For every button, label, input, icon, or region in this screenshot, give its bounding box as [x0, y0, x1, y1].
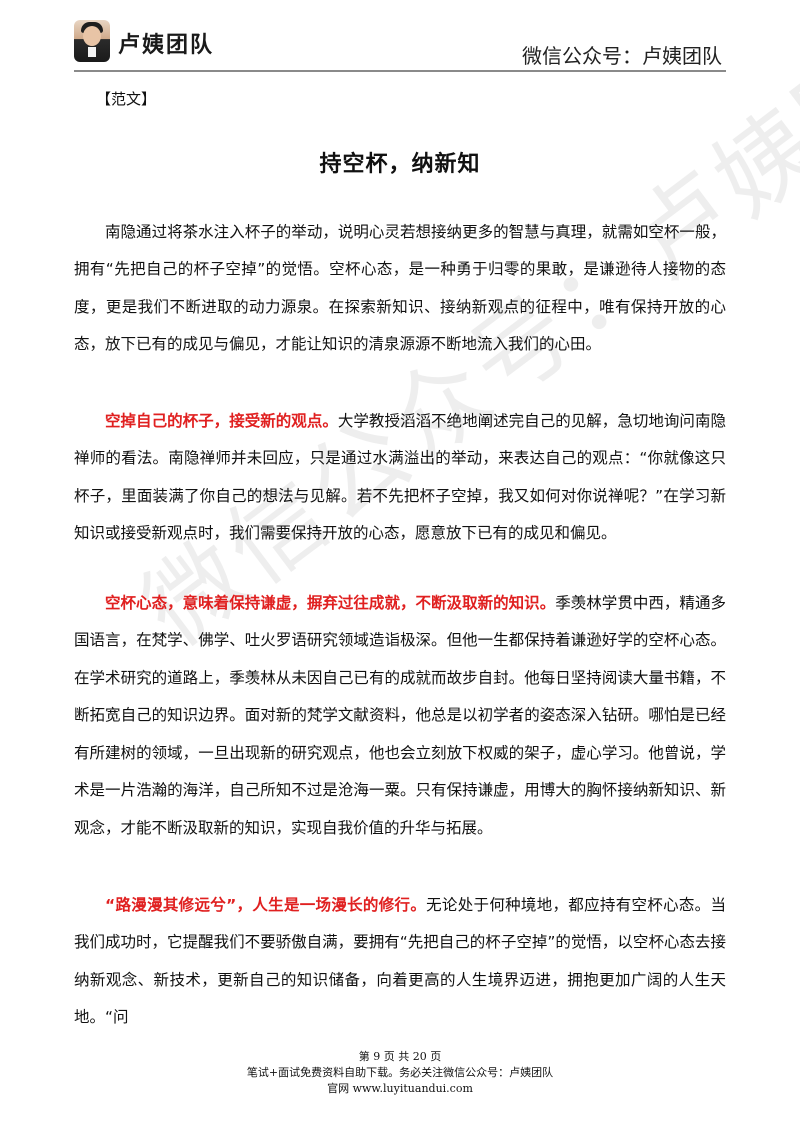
paragraph: 南隐通过将茶水注入杯子的举动，说明心灵若想接纳更多的智慧与真理，就需如空杯一般，…	[74, 214, 726, 364]
essay-title: 持空杯，纳新知	[319, 152, 481, 177]
footer-website: 官网 www.luyituandui.com	[327, 1082, 473, 1095]
footer-notice: 笔试+面试免费资料自助下载。务必关注微信公众号：卢姨团队	[246, 1066, 554, 1079]
avatar	[74, 20, 110, 62]
wechat-account: 微信公众号：卢姨团队	[522, 44, 722, 68]
page-header: 卢姨团队 微信公众号：卢姨团队	[0, 0, 800, 72]
section-tag: 【范文】	[96, 90, 157, 108]
paragraph-text: 无论处于何种境地，都应持有空杯心态。当我们成功时，它提醒我们不要骄傲自满，要拥有…	[74, 895, 726, 1027]
avatar-collar	[88, 47, 96, 57]
paragraph-highlight: 空杯心态，意味着保持谦虚，摒弃过往成就，不断汲取新的知识。	[105, 593, 556, 612]
avatar-face	[83, 26, 101, 46]
paragraph: “路漫漫其修远兮”，人生是一场漫长的修行。无论处于何种境地，都应持有空杯心态。当…	[74, 887, 726, 1037]
brand-name: 卢姨团队	[118, 33, 215, 58]
paragraph-text: 南隐通过将茶水注入杯子的举动，说明心灵若想接纳更多的智慧与真理，就需如空杯一般，…	[74, 222, 726, 354]
paragraph: 空杯心态，意味着保持谦虚，摒弃过往成就，不断汲取新的知识。季羡林学贯中西，精通多…	[74, 585, 726, 848]
paragraph-text: 大学教授滔滔不绝地阐述完自己的见解，急切地询问南隐禅师的看法。南隐禅师并未回应，…	[74, 411, 726, 543]
header-divider	[74, 70, 726, 72]
paragraph: 空掉自己的杯子，接受新的观点。大学教授滔滔不绝地阐述完自己的见解，急切地询问南隐…	[74, 403, 726, 553]
page-number: 第 9 页 共 20 页	[358, 1050, 442, 1063]
page-footer: 第 9 页 共 20 页 笔试+面试免费资料自助下载。务必关注微信公众号：卢姨团…	[0, 1049, 800, 1097]
paragraph-text: 季羡林学贯中西，精通多国语言，在梵学、佛学、吐火罗语研究领域造诣极深。但他一生都…	[74, 593, 726, 838]
paragraph-highlight: “路漫漫其修远兮”，人生是一场漫长的修行。	[105, 895, 427, 914]
paragraph-highlight: 空掉自己的杯子，接受新的观点。	[105, 411, 338, 430]
